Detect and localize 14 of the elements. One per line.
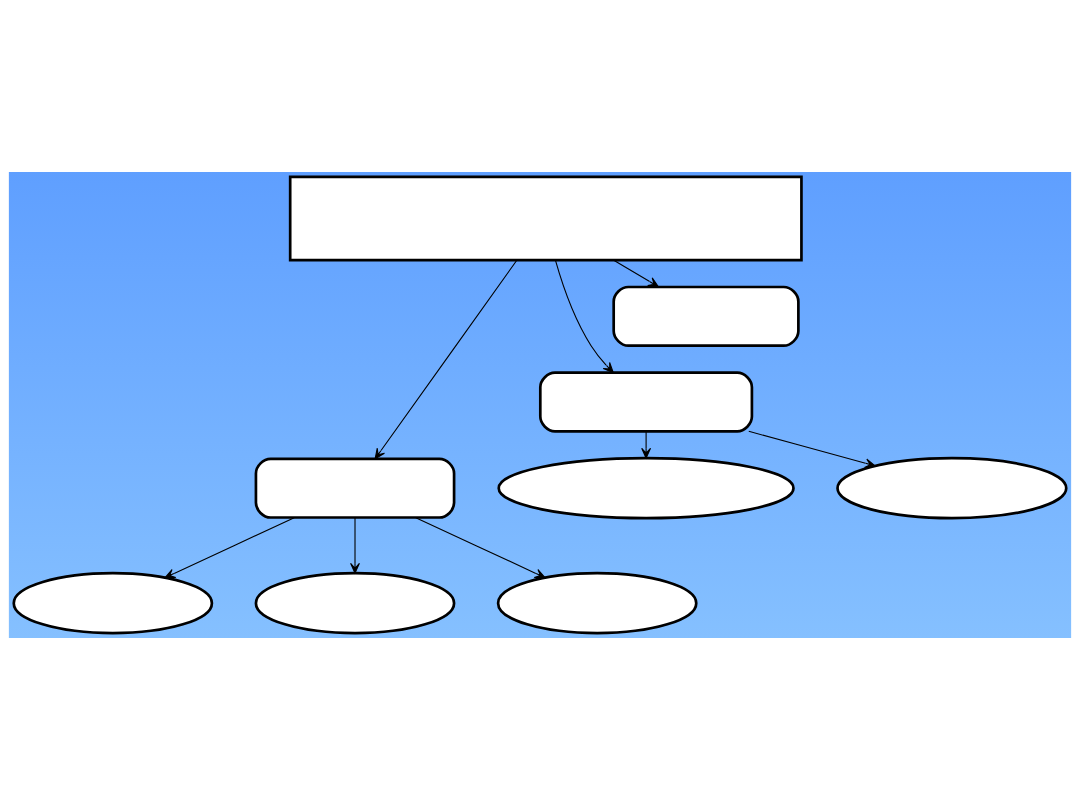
arrow	[164, 517, 295, 579]
arrow	[350, 517, 360, 574]
node-ellipse	[254, 571, 456, 635]
arrow	[613, 259, 659, 288]
node-box	[538, 371, 754, 433]
node-box	[612, 285, 800, 348]
arrow	[554, 259, 614, 374]
arrow	[415, 517, 546, 579]
node-ellipse	[497, 456, 795, 520]
arrow	[748, 430, 876, 469]
arrow	[641, 430, 652, 459]
arrow	[374, 259, 518, 460]
node-box	[254, 457, 456, 519]
node-rectangle	[288, 175, 803, 262]
